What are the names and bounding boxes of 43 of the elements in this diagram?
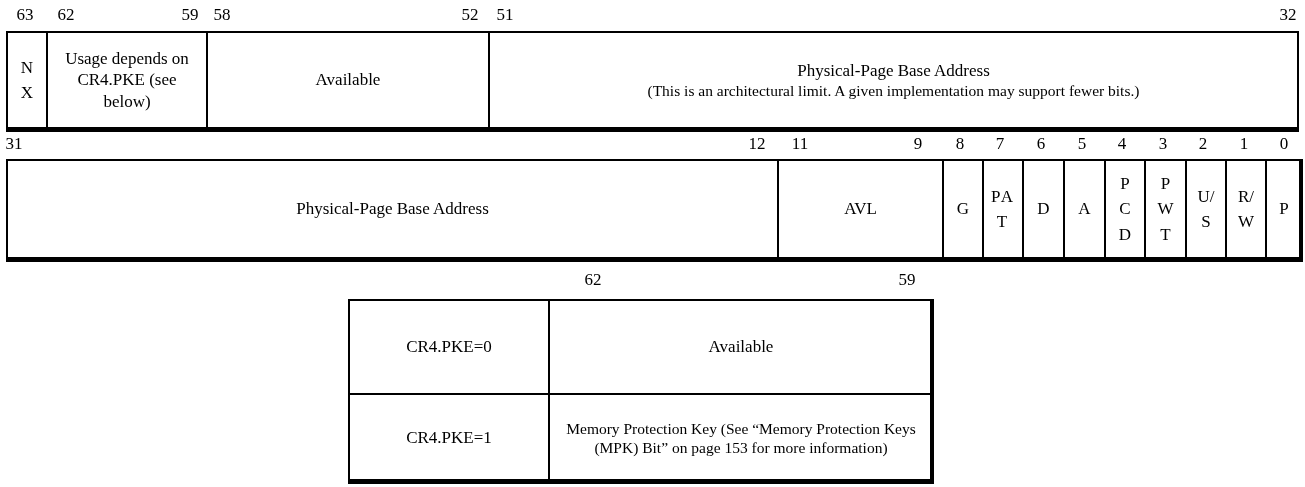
field-name: Available [315,69,381,91]
bit-number: 52 [461,5,479,25]
field-name: D [1036,198,1051,221]
field-name: Memory Protection Key (See “Memory Protection Keys (MPK) Bit” on page 153 for more information) [565,418,917,458]
field-name: Physical-Page Base Address [296,198,489,220]
bit-number: 32 [1279,5,1297,25]
bit-number: 63 [16,5,34,25]
bit-number: 8 [955,134,965,154]
bit-number: 5 [1077,134,1087,154]
bit-number: 7 [995,134,1005,154]
bit-number: 4 [1117,134,1127,154]
field-name: U/S [1197,185,1215,233]
bit-number: 11 [791,134,809,154]
field-note: (This is an architectural limit. A given implementation may support fewer bits.) [647,80,1140,101]
bit-number: 31 [5,134,23,154]
bit-number: 62 [584,270,602,290]
bit-number: 51 [496,5,514,25]
bit-number: 9 [913,134,923,154]
field-name: G [955,198,971,221]
field-name: PAT [989,185,1017,233]
bit-number: 62 [57,5,75,25]
field-name: A [1077,198,1092,221]
table-cell [548,393,932,481]
field-name: Available [708,336,774,358]
field-name: Usage depends on CR4.PKE (see below) [64,48,190,112]
field-name: P [1278,198,1290,221]
bit-number: 58 [213,5,231,25]
bit-number: 59 [898,270,916,290]
bit-number: 0 [1279,134,1289,154]
field-name: R/W [1237,185,1255,233]
field-name: CR4.PKE=1 [406,427,492,449]
field-name: Physical-Page Base Address [797,59,990,81]
bit-number: 3 [1158,134,1168,154]
bit-number: 1 [1239,134,1249,154]
field-name: AVL [844,198,877,220]
field-name: CR4.PKE=0 [406,336,492,358]
bit-number: 59 [181,5,199,25]
bit-number: 12 [748,134,766,154]
bit-number: 2 [1198,134,1208,154]
bit-number: 6 [1036,134,1046,154]
field-name: PCD [1117,172,1133,246]
field-name: NX [19,56,35,104]
field-name: PWT [1157,172,1174,246]
